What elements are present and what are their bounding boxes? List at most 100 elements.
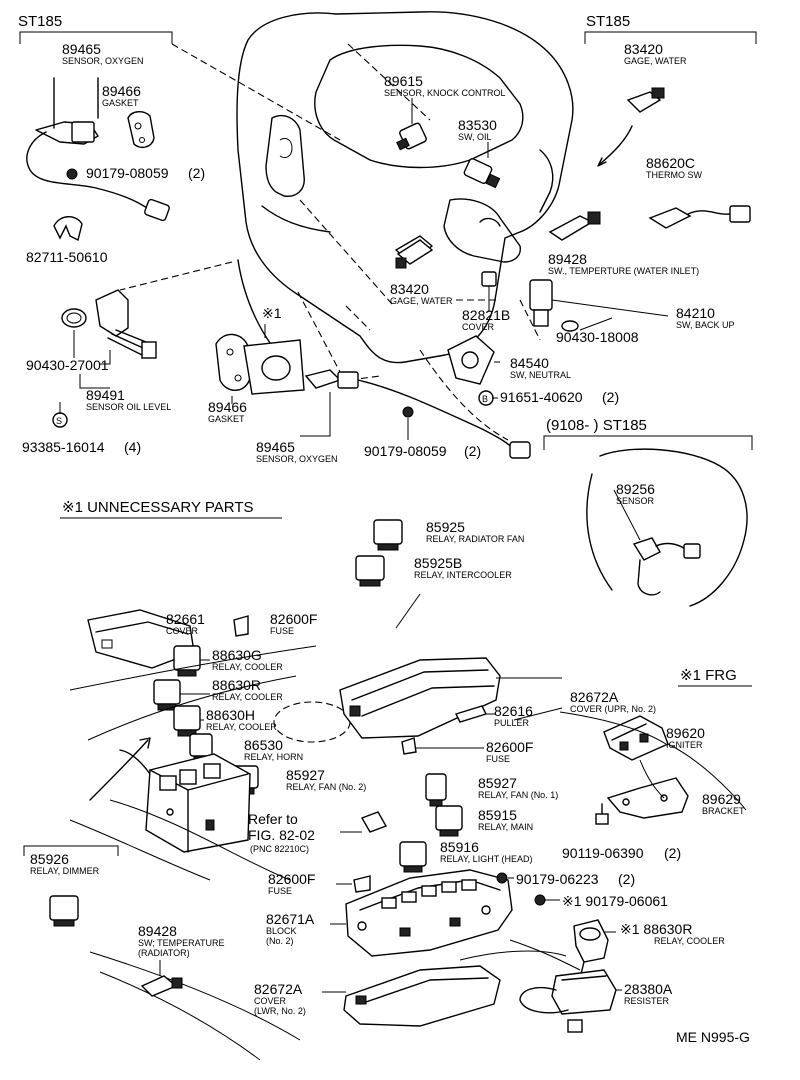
part-desc-89466-top: GASKET: [102, 98, 139, 108]
relay-85927-right-drawing: [425, 773, 447, 807]
cover-82672a-upper-drawing: [339, 657, 501, 739]
part-desc-89466-mid: GASKET: [208, 414, 245, 424]
arrow-to-relay-box: [89, 739, 149, 801]
note1-mark: ※1: [262, 305, 282, 321]
bolt-90179-06061-icon: [534, 894, 546, 906]
part-desc-84210: SW, BACK UP: [676, 320, 735, 330]
part-desc-82671a: BLOCK: [266, 926, 297, 936]
engine-block-drawing: [236, 11, 574, 367]
bolt-90119-drawing: [595, 803, 609, 825]
refer-line-2: FIG. 82-02: [248, 827, 315, 843]
bracket-89629-drawing: [606, 777, 689, 819]
part-desc-83420-top: GAGE, WATER: [624, 56, 687, 66]
oil-level-sensor-drawing: [95, 289, 157, 359]
part-number-83530: 83530: [458, 117, 497, 133]
part-desc-85925: RELAY, RADIATOR FAN: [426, 534, 524, 544]
nut-mid-icon: [402, 406, 414, 418]
part-desc-89256: SENSOR: [616, 496, 655, 506]
part-number-82711: 82711-50610: [26, 249, 108, 265]
part-desc-89428-top: SW., TEMPERTURE (WATER INLET): [548, 266, 699, 276]
part-number-88630r: 88630R: [212, 677, 261, 693]
part-qty-90179-08059-mid: (2): [464, 443, 481, 459]
part-desc-82600f-mid: FUSE: [486, 754, 510, 764]
part-number-82600f-mid: 82600F: [486, 739, 533, 755]
part-desc2-89428-low: (RADIATOR): [138, 948, 190, 958]
cover-82672a-lower-drawing: [343, 965, 501, 1027]
sensor-89256-drawing: [632, 537, 701, 596]
oxygen-sensor-mid-drawing: [304, 369, 531, 459]
part-desc-85925b: RELAY, INTERCOOLER: [414, 570, 512, 580]
part-desc-88630h: RELAY, COOLER: [206, 722, 277, 732]
part-number-82600f-low: 82600F: [268, 871, 315, 887]
thermo-switch-drawing: [648, 205, 751, 229]
part-number-90430-18008: 90430-18008: [556, 329, 639, 345]
part-number-85927-left: 85927: [286, 767, 325, 783]
oil-switch-drawing: [463, 158, 501, 189]
relay-88630g-drawing: [173, 645, 201, 677]
relay-box-drawing: [145, 753, 251, 853]
refer-fig-component-drawing: [360, 811, 388, 833]
part-number-83420-top: 83420: [624, 41, 663, 57]
part-number-83420-mid: 83420: [390, 281, 429, 297]
part-number-28380a: 28380A: [624, 981, 673, 997]
relay-88630r-drawing: [153, 679, 181, 711]
refer-line-3: (PNC 82210C): [250, 844, 309, 854]
relay-88630h-drawing: [173, 705, 201, 737]
oring-90430-27001-drawing: [61, 308, 87, 328]
frg-label: ※1 FRG: [680, 667, 737, 684]
part-number-90179-06223: 90179-06223: [516, 871, 599, 887]
part-desc2-82671a: (No. 2): [266, 936, 294, 946]
footer-code: ME N995-G: [676, 1029, 750, 1045]
part-number-84540: 84540: [510, 355, 549, 371]
relay-85916-drawing: [399, 841, 427, 873]
part-desc2-82672a-low: (LWR, No. 2): [254, 1006, 306, 1016]
neutral-switch-drawing: [447, 335, 495, 385]
nut-top-icon: [66, 168, 78, 180]
part-number-88630g: 88630G: [212, 647, 262, 663]
part-number-89466-top: 89466: [102, 83, 141, 99]
part-number-82671a: 82671A: [266, 911, 315, 927]
part-desc-89491: SENSOR OIL LEVEL: [86, 402, 171, 412]
part-qty-90179-06223: (2): [618, 871, 635, 887]
part-desc-85927-right: RELAY, FAN (No. 1): [478, 790, 558, 800]
part-qty-90179-08059-top: (2): [188, 165, 205, 181]
part-desc-88620c: THERMO SW: [646, 170, 703, 180]
fuse-82600f-mid-drawing: [401, 737, 417, 755]
part-number-89428-low: 89428: [138, 923, 177, 939]
part-number-88630r-low: ※1 88630R: [620, 921, 692, 937]
part-number-85927-right: 85927: [478, 775, 517, 791]
part-number-82661: 82661: [166, 611, 205, 627]
part-number-85916: 85916: [440, 839, 479, 855]
relay-85925b-drawing: [355, 555, 385, 587]
part-number-85926: 85926: [30, 851, 69, 867]
gasket-mid-drawing: [215, 333, 251, 391]
nut-90179-06223-icon: [496, 872, 508, 884]
part-desc-86530: RELAY, HORN: [244, 752, 303, 762]
marker-b-icon: [478, 390, 494, 406]
water-gauge-top-drawing: [626, 87, 665, 113]
part-desc-89465-mid: SENSOR, OXYGEN: [256, 454, 338, 464]
part-desc-82616: PULLER: [494, 718, 530, 728]
part-number-89491: 89491: [86, 387, 125, 403]
part-number-89620: 89620: [666, 725, 705, 741]
relay-88630r-low-drawing: [573, 919, 609, 979]
part-number-82821b: 82821B: [462, 307, 510, 323]
part-number-89629: 89629: [702, 791, 741, 807]
part-number-89465-mid: 89465: [256, 439, 295, 455]
part-desc-89615: SENSOR, KNOCK CONTROL: [384, 88, 506, 98]
cover-82821b-drawing: [481, 271, 497, 287]
resister-28380a-drawing: [519, 969, 617, 1033]
refer-line-1: Refer to: [248, 811, 298, 827]
part-number-85925: 85925: [426, 519, 465, 535]
fuse-82600f-top-drawing: [233, 615, 249, 637]
part-desc-83420-mid: GAGE, WATER: [390, 296, 453, 306]
marker-s-label: S: [56, 416, 62, 426]
part-desc-82821b: COVER: [462, 322, 495, 332]
part-desc-85926: RELAY, DIMMER: [30, 866, 100, 876]
part-number-89428-top: 89428: [548, 251, 587, 267]
fuse-82600f-low-drawing: [353, 875, 371, 893]
gasket-large-drawing: [243, 339, 305, 395]
part-number-88620c: 88620C: [646, 155, 695, 171]
part-number-82672a-low: 82672A: [254, 981, 303, 997]
